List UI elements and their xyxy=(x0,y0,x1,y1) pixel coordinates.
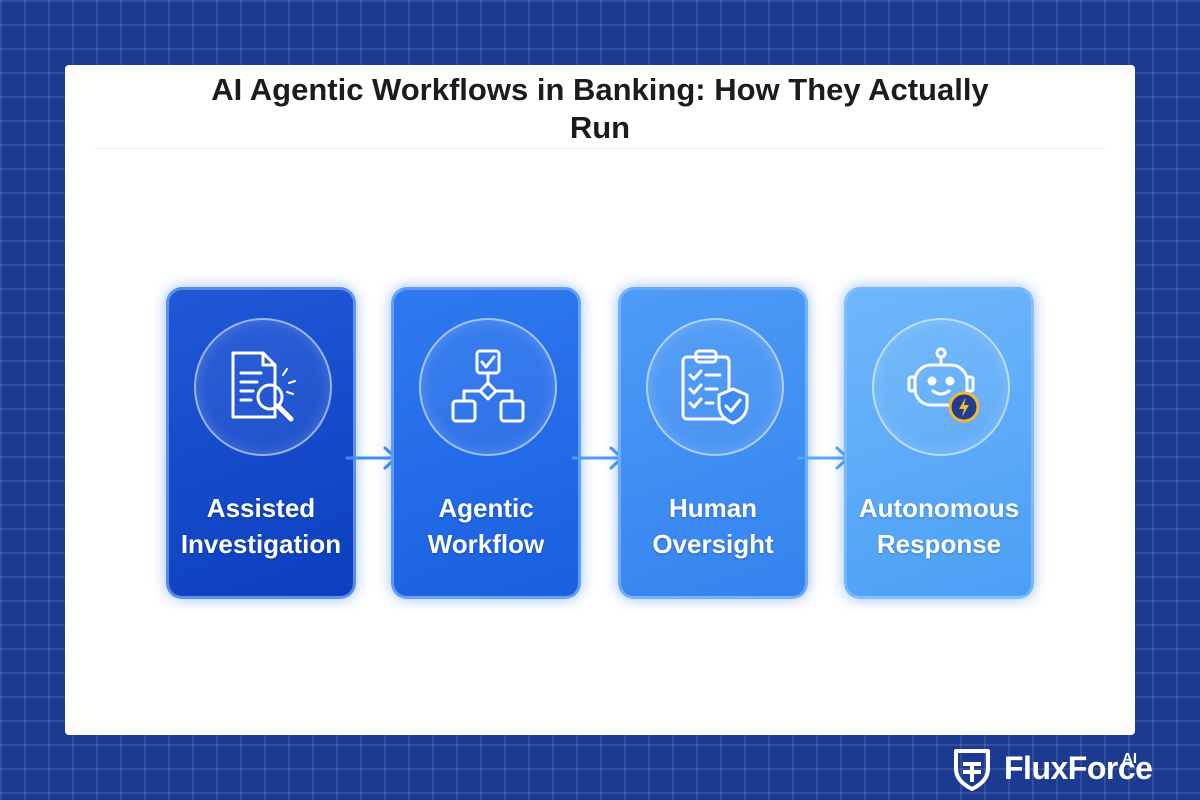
shield-logo-icon xyxy=(954,749,990,791)
document-magnifier-icon xyxy=(231,351,296,422)
step-card-agentic-workflow: Agentic Workflow xyxy=(391,287,581,599)
page-title-line-1: AI Agentic Workflows in Banking: How The… xyxy=(211,72,989,107)
workflow-diagram: Assisted Investigation xyxy=(65,65,1135,735)
step-label-line-2: Oversight xyxy=(652,529,774,559)
clipboard-shield-icon xyxy=(681,349,749,425)
step-label-line-1: Human xyxy=(668,493,758,523)
step-label: Autonomous Response xyxy=(847,490,1031,562)
step-icon-circle xyxy=(872,318,1010,456)
step-label: Assisted Investigation xyxy=(169,490,353,562)
step-label-line-1: Autonomous xyxy=(858,493,1020,523)
logo-ai-suffix: AI xyxy=(1122,750,1137,767)
step-icon-circle xyxy=(419,318,557,456)
step-label-line-2: Workflow xyxy=(427,529,545,559)
step-card-autonomous-response: Autonomous Response xyxy=(844,287,1034,599)
flowchart-icon xyxy=(451,349,525,423)
step-label: Human Oversight xyxy=(621,490,805,562)
step-card-human-oversight: Human Oversight xyxy=(618,287,808,599)
fluxforce-logo: FluxForce AI xyxy=(952,744,1192,794)
step-label-line-1: Assisted xyxy=(206,493,316,523)
step-label-line-2: Investigation xyxy=(180,529,342,559)
step-icon-circle xyxy=(194,318,332,456)
diagram-panel: AI Agentic Workflows in Banking: How The… xyxy=(65,65,1135,735)
robot-lightning-icon xyxy=(907,347,980,423)
step-label: Agentic Workflow xyxy=(394,490,578,562)
page-title: AI Agentic Workflows in Banking: How The… xyxy=(65,71,1135,147)
title-divider xyxy=(95,148,1105,149)
page-title-line-2: Run xyxy=(569,110,631,145)
step-card-assisted-investigation: Assisted Investigation xyxy=(166,287,356,599)
step-icon-circle xyxy=(646,318,784,456)
logo-wordmark: FluxForce xyxy=(1004,750,1153,786)
step-label-line-2: Response xyxy=(876,529,1002,559)
step-label-line-1: Agentic xyxy=(438,493,534,523)
